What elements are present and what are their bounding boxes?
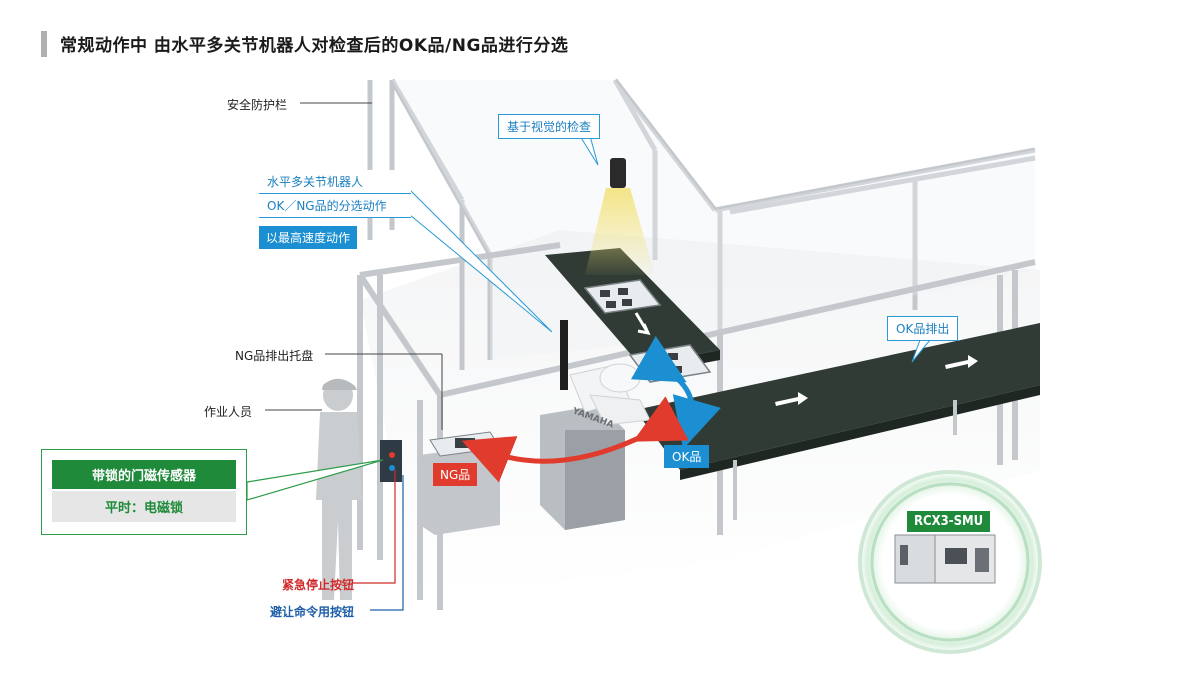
evacuate-led <box>389 465 395 471</box>
emergency-stop-led <box>389 452 395 458</box>
door-sensor-subtitle: 平时：电磁锁 <box>52 491 236 522</box>
ok-product-tag: OK品 <box>664 445 710 468</box>
emergency-stop-label: 紧急停止按钮 <box>282 578 355 592</box>
door-sensor-callout: 带锁的门磁传感器 平时：电磁锁 <box>41 449 247 535</box>
vision-camera <box>610 158 626 188</box>
vision-inspection-callout: 基于视觉的检查 <box>498 114 601 139</box>
controller-units <box>894 534 996 584</box>
button-leaders <box>352 470 404 611</box>
flow-arrow-down <box>634 312 651 336</box>
evacuate-button-label: 避让命令用按钮 <box>270 605 355 619</box>
door-sensor-pointer <box>246 459 384 501</box>
safety-fence-label: 安全防护栏 <box>227 98 288 112</box>
controller-model-label: RCX3-SMU <box>907 511 991 532</box>
door-panel <box>380 440 402 482</box>
door-sensor-title: 带锁的门磁传感器 <box>52 460 236 489</box>
ng-transfer-arrow <box>461 396 689 483</box>
outfeed-arrows <box>775 355 978 406</box>
leader-lines <box>265 102 443 430</box>
page-title: 常规动作中 由水平多关节机器人对检查后的OK品/NG品进行分选 <box>60 36 569 56</box>
robot-callout-line2: OK／NG品的分选动作 <box>259 194 411 218</box>
ng-tray-stand <box>420 445 500 535</box>
sort-double-arrow <box>630 335 721 450</box>
conveyor-legs <box>733 400 957 520</box>
robot-callout-line1: 水平多关节机器人 <box>259 170 411 194</box>
robot-speed-badge: 以最高速度动作 <box>259 226 358 249</box>
ng-product-tag: NG品 <box>433 463 478 486</box>
operator-silhouette <box>316 378 362 600</box>
ok-output-callout: OK品排出 <box>887 316 959 341</box>
vision-light-beam <box>585 188 655 275</box>
outfeed-conveyor <box>635 323 1040 470</box>
operator-label: 作业人员 <box>204 405 253 419</box>
ng-tray-label: NG品排出托盘 <box>235 349 314 363</box>
robot-callout: 水平多关节机器人 OK／NG品的分选动作 以最高速度动作 <box>259 170 411 249</box>
safety-glass-back <box>392 80 1035 360</box>
title-accent-bar <box>41 31 47 57</box>
